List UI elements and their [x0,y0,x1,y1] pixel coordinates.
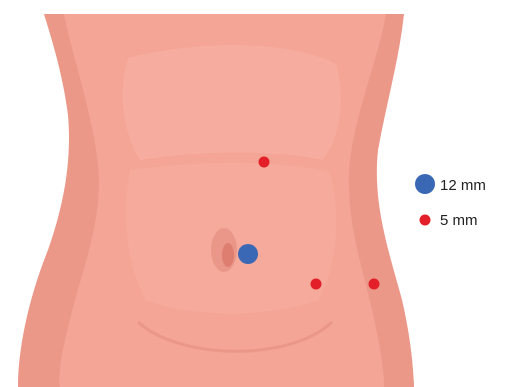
legend-marker-5mm [420,215,431,226]
navel [211,228,237,272]
port-5mm-lower-right [369,279,380,290]
port-12mm-umbilical [238,244,258,264]
port-5mm-upper [259,157,270,168]
legend-marker-12mm [415,174,435,194]
legend: 12 mm 5 mm [415,174,486,229]
torso [18,14,414,387]
chest-highlight [123,45,341,160]
legend-label-12mm: 12 mm [440,177,486,194]
port-5mm-lower-mid [311,279,322,290]
legend-label-5mm: 5 mm [440,212,478,229]
